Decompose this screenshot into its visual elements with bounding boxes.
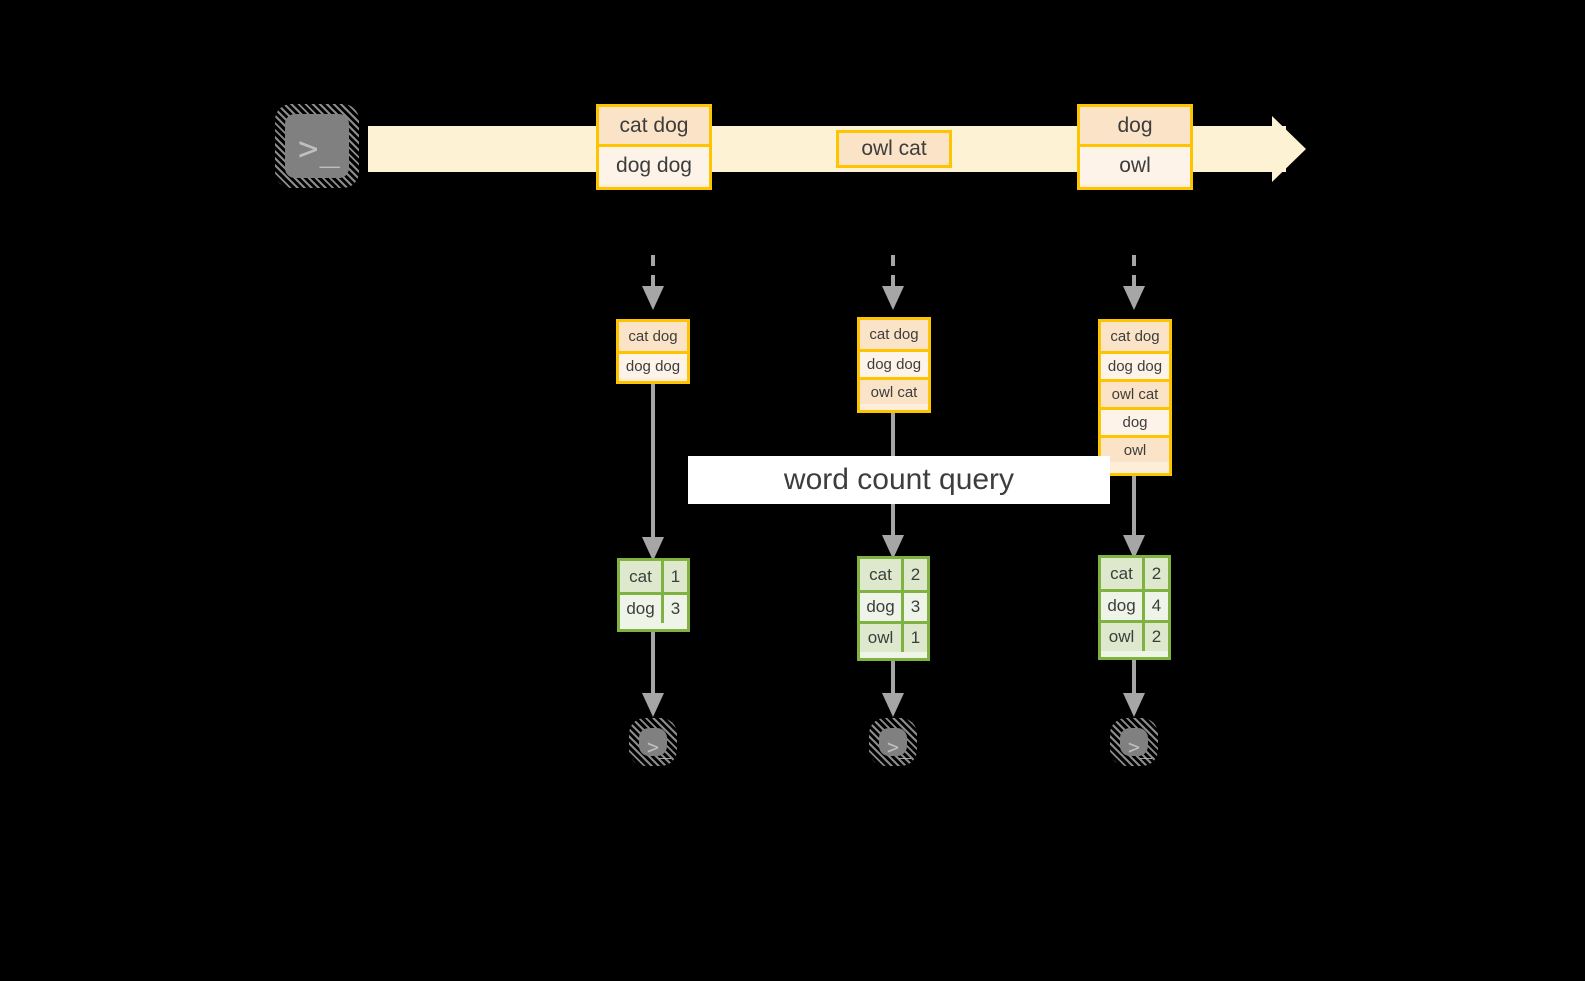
snapshot-3-query-line <box>1132 476 1136 536</box>
snapshot-3-input-row-5: owl <box>1101 435 1169 462</box>
snapshot-1-trigger-arrowhead <box>642 286 664 310</box>
snapshot-1-result-word-2: dog <box>620 595 664 623</box>
snapshot-1-result-row-2: dog 3 <box>620 592 687 623</box>
snapshot-3-result-row-3: owl 2 <box>1101 620 1168 651</box>
snapshot-2-result-word-3: owl <box>860 624 904 652</box>
snapshot-3-input-row-2: dog dog <box>1101 351 1169 379</box>
snapshot-2-input-row-1: cat dog <box>860 320 928 349</box>
snapshot-1-sink-line <box>651 632 655 694</box>
terminal-body <box>639 728 667 756</box>
terminal-body <box>285 114 349 178</box>
snapshot-3-trigger-arrowhead <box>1123 286 1145 310</box>
snapshot-2-query-arrowhead <box>882 535 904 559</box>
terminal-body <box>1120 728 1148 756</box>
source-terminal-icon[interactable]: >_ <box>275 104 359 188</box>
snapshot-1-result-count-2: 3 <box>664 595 687 623</box>
stream-batch-1: cat dog dog dog <box>596 104 712 190</box>
stream-batch-3: dog owl <box>1077 104 1193 190</box>
stream-batch-1-row-1: cat dog <box>599 107 709 144</box>
stream-batch-1-row-2: dog dog <box>599 144 709 184</box>
snapshot-3-input-table: cat dog dog dog owl cat dog owl <box>1098 319 1172 476</box>
snapshot-2-input-table: cat dog dog dog owl cat <box>857 317 931 413</box>
snapshot-3-input-row-4: dog <box>1101 407 1169 435</box>
snapshot-2-sink-line <box>891 661 895 694</box>
snapshot-1-trigger-dash <box>651 255 655 287</box>
snapshot-2-result-word-2: dog <box>860 593 904 621</box>
snapshot-3-result-row-1: cat 2 <box>1101 558 1168 589</box>
stream-arrow-head <box>1272 116 1306 182</box>
terminal-prompt-glyph: >_ <box>647 735 672 759</box>
snapshot-1-result-count-1: 1 <box>664 561 687 592</box>
snapshot-2-result-count-3: 1 <box>904 624 927 652</box>
query-label: word count query <box>688 456 1110 504</box>
snapshot-3-input-row-1: cat dog <box>1101 322 1169 351</box>
snapshot-1-result-word-1: cat <box>620 561 664 592</box>
snapshot-2-result-count-2: 3 <box>904 593 927 621</box>
snapshot-3-result-word-3: owl <box>1101 623 1145 651</box>
snapshot-2-result-row-1: cat 2 <box>860 559 927 590</box>
snapshot-1-query-arrowhead <box>642 537 664 561</box>
snapshot-2-result-count-1: 2 <box>904 559 927 590</box>
snapshot-3-result-table: cat 2 dog 4 owl 2 <box>1098 555 1171 660</box>
snapshot-2-sink-arrowhead <box>882 693 904 717</box>
snapshot-2-trigger-arrowhead <box>882 286 904 310</box>
snapshot-1-result-row-1: cat 1 <box>620 561 687 592</box>
snapshot-2-input-row-2: dog dog <box>860 349 928 377</box>
snapshot-2-sink-terminal-icon[interactable]: >_ <box>869 718 917 766</box>
stream-batch-3-row-1: dog <box>1080 107 1190 144</box>
stream-batch-2: owl cat <box>836 130 952 168</box>
snapshot-3-result-count-3: 2 <box>1145 623 1168 651</box>
snapshot-3-sink-line <box>1132 660 1136 694</box>
snapshot-3-result-word-1: cat <box>1101 558 1145 589</box>
snapshot-2-result-row-2: dog 3 <box>860 590 927 621</box>
snapshot-1-input-row-2: dog dog <box>619 351 687 378</box>
snapshot-2-result-word-1: cat <box>860 559 904 590</box>
snapshot-2-result-table: cat 2 dog 3 owl 1 <box>857 556 930 661</box>
snapshot-3-result-count-2: 4 <box>1145 592 1168 620</box>
terminal-prompt-glyph: >_ <box>1128 735 1153 759</box>
snapshot-1-query-line <box>651 384 655 538</box>
snapshot-1-result-table: cat 1 dog 3 <box>617 558 690 632</box>
snapshot-2-result-row-3: owl 1 <box>860 621 927 652</box>
snapshot-3-sink-arrowhead <box>1123 693 1145 717</box>
snapshot-2-trigger-dash <box>891 255 895 287</box>
terminal-body <box>879 728 907 756</box>
snapshot-3-input-row-3: owl cat <box>1101 379 1169 407</box>
snapshot-1-input-row-1: cat dog <box>619 322 687 351</box>
snapshot-2-input-row-3: owl cat <box>860 377 928 404</box>
snapshot-3-result-count-1: 2 <box>1145 558 1168 589</box>
stream-batch-3-row-2: owl <box>1080 144 1190 184</box>
snapshot-3-query-arrowhead <box>1123 535 1145 559</box>
snapshot-1-input-table: cat dog dog dog <box>616 319 690 384</box>
snapshot-3-sink-terminal-icon[interactable]: >_ <box>1110 718 1158 766</box>
snapshot-3-result-word-2: dog <box>1101 592 1145 620</box>
snapshot-3-trigger-dash <box>1132 255 1136 287</box>
terminal-prompt-glyph: >_ <box>298 129 341 169</box>
terminal-prompt-glyph: >_ <box>887 735 912 759</box>
snapshot-3-result-row-2: dog 4 <box>1101 589 1168 620</box>
snapshot-1-sink-arrowhead <box>642 693 664 717</box>
snapshot-1-sink-terminal-icon[interactable]: >_ <box>629 718 677 766</box>
stream-batch-2-row-1: owl cat <box>839 133 949 165</box>
